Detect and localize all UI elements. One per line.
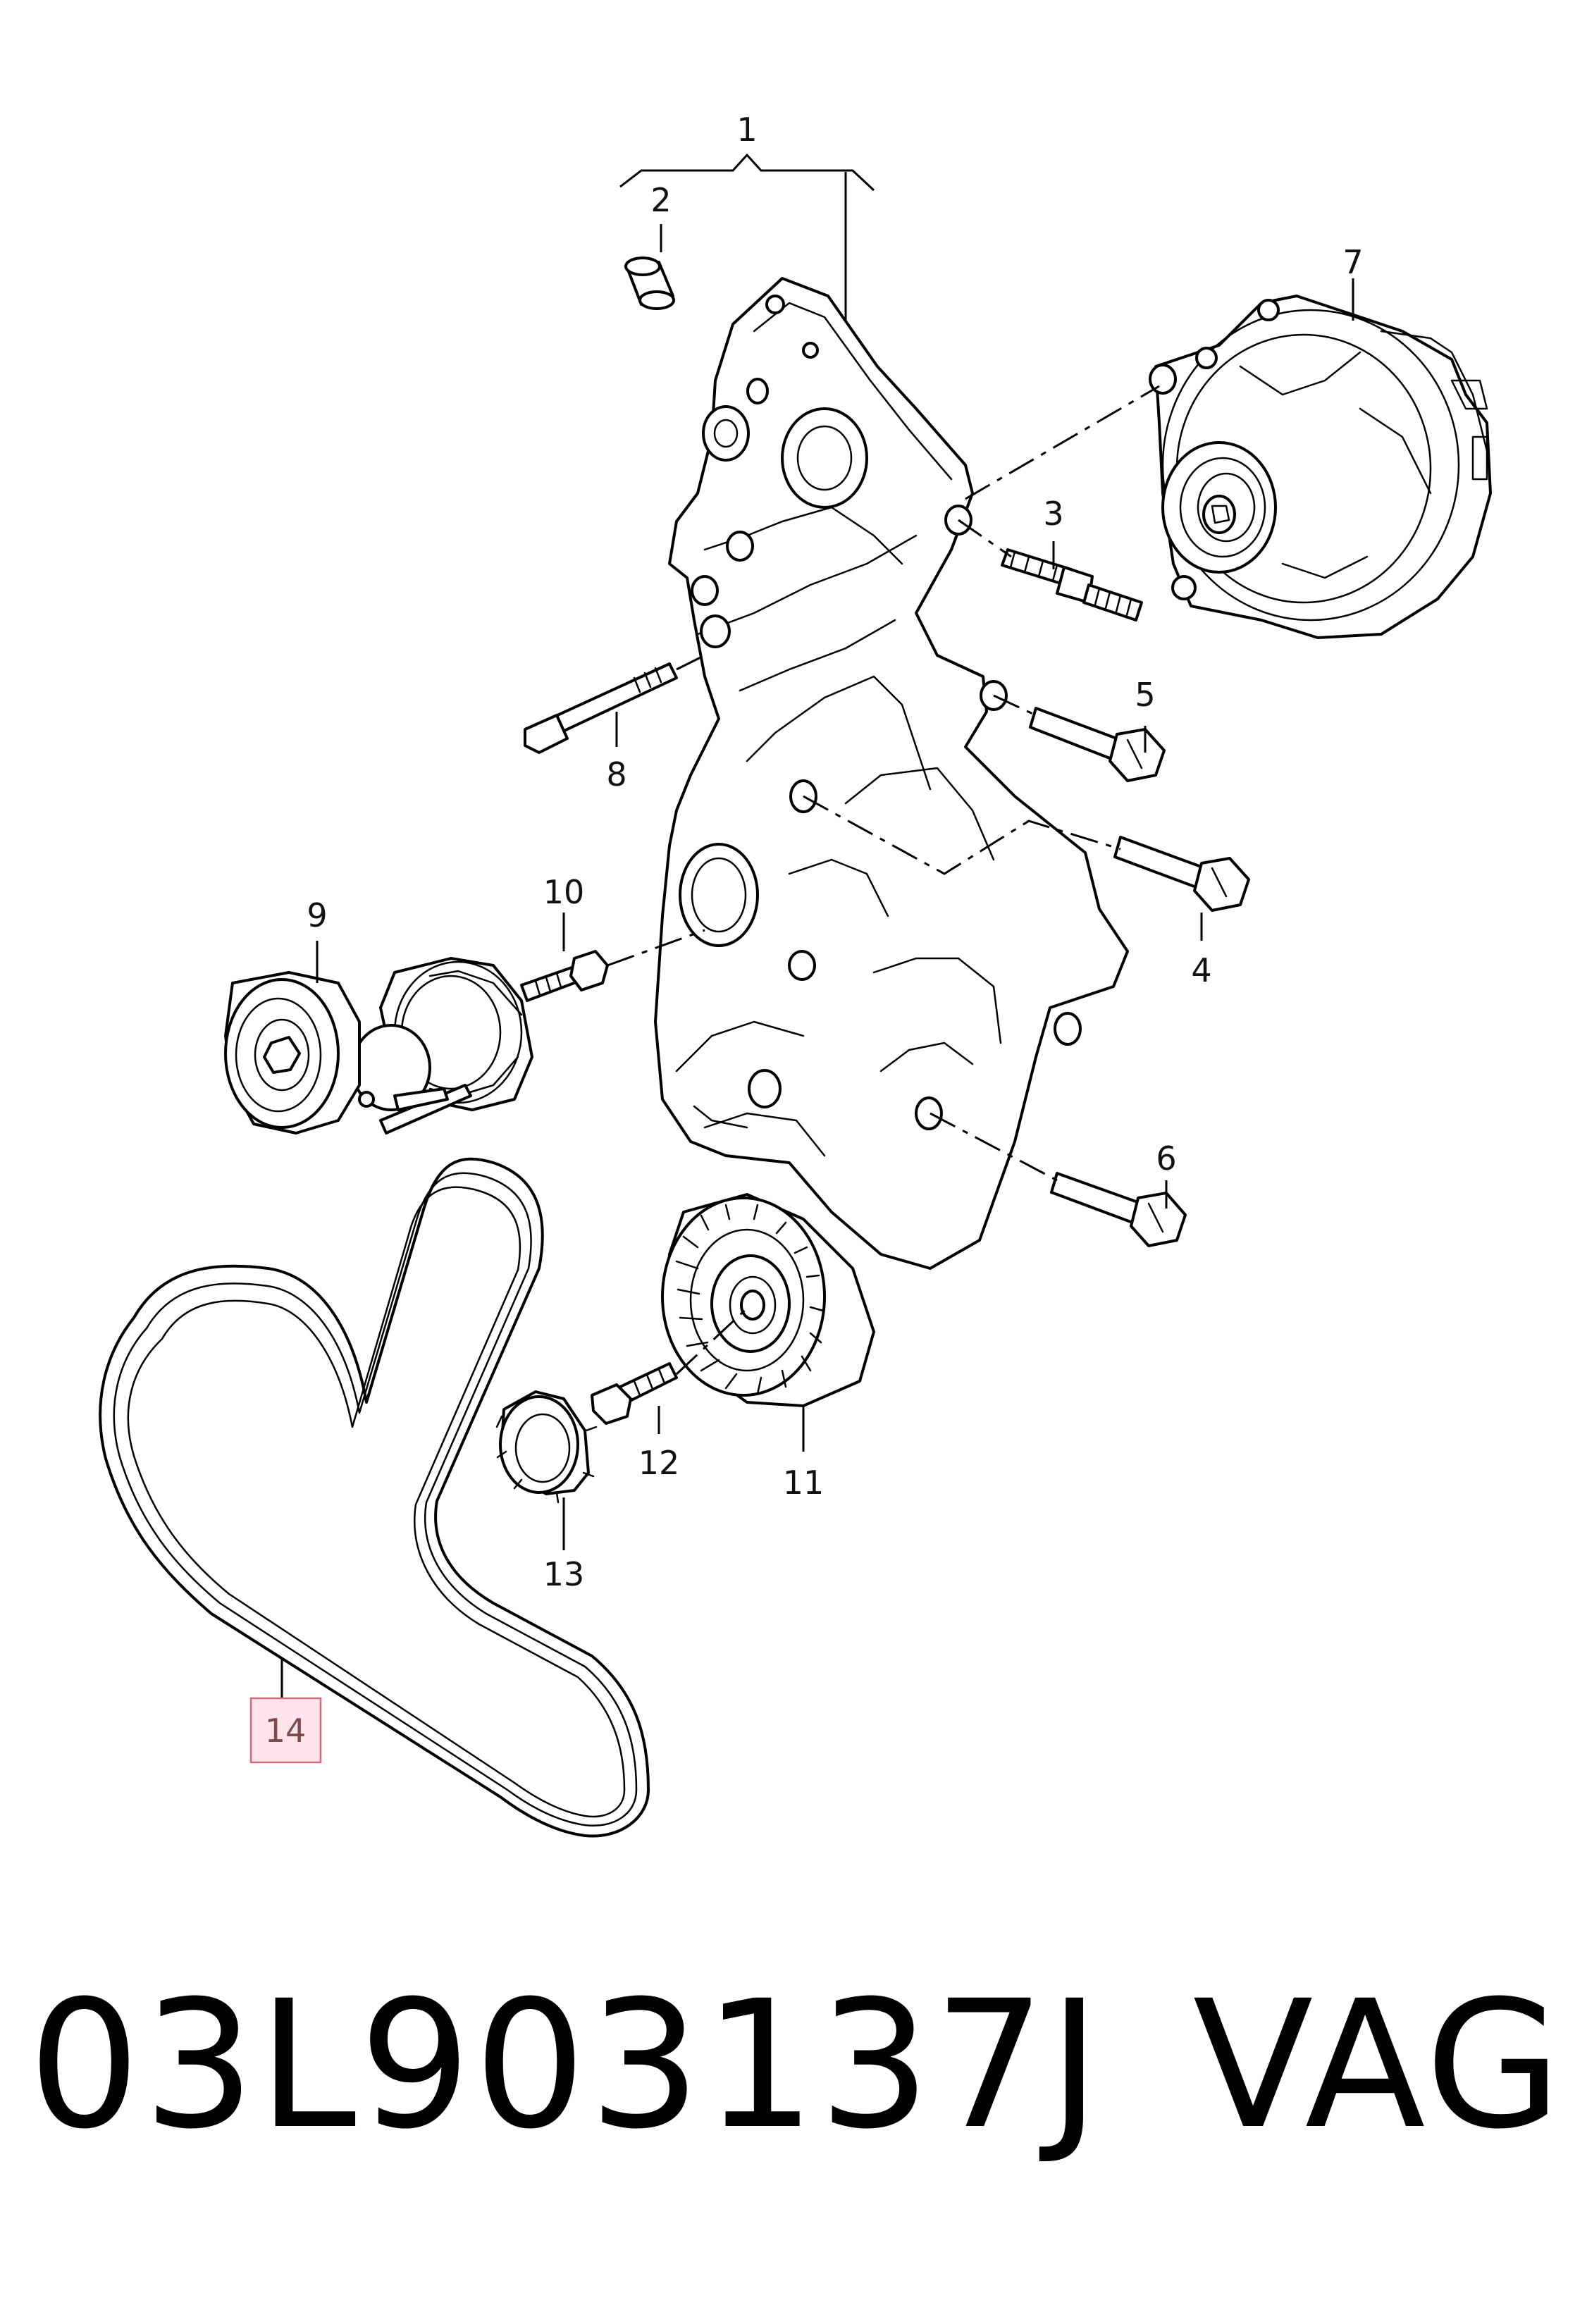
part-7-alternator: [1149, 295, 1492, 639]
callout-14: 14: [265, 1712, 307, 1750]
part-8-bolt: [524, 662, 678, 754]
callout-3: 3: [1043, 495, 1063, 533]
callout-14-highlight: [249, 1697, 322, 1764]
callout-labels: 1 2 3 4 5 6 7 8 9 10 11 12 13 14: [265, 111, 1364, 1750]
part-10-bolt: [520, 950, 609, 1002]
brand-name: VAG: [1192, 1962, 1564, 2168]
part-12-bolt: [591, 1362, 678, 1425]
callout-12: 12: [638, 1444, 680, 1482]
callout-11: 11: [783, 1464, 825, 1502]
part-1-bracket: [654, 277, 1129, 1270]
callout-9: 9: [307, 896, 327, 934]
part-11-idler-pulley: [661, 1193, 875, 1407]
part-3-stud: [1001, 548, 1143, 622]
callout-6: 6: [1156, 1139, 1176, 1178]
part-6-bolt: [1050, 1172, 1187, 1247]
part-number: 03L903137J: [28, 1962, 1104, 2168]
callout-8: 8: [606, 755, 626, 793]
callout-2: 2: [650, 181, 671, 219]
callout-4: 4: [1191, 951, 1211, 989]
callout-7: 7: [1342, 243, 1363, 281]
callout-13: 13: [543, 1555, 585, 1593]
callout-1: 1: [736, 111, 757, 149]
leader-lines: [280, 153, 1354, 1698]
part-number-caption: 03L903137J VAG: [28, 1959, 1564, 2170]
callout-5: 5: [1135, 676, 1155, 714]
part-5-bolt: [1029, 707, 1166, 782]
part-4-bolt: [1113, 836, 1250, 912]
callout-10: 10: [543, 873, 585, 911]
part-2-sleeve: [624, 256, 675, 310]
part-13-cap: [495, 1390, 598, 1504]
part-9-tensioner: [224, 957, 533, 1135]
assembly-lines: [607, 385, 1160, 1376]
part-14-v-belt: [99, 1157, 650, 1838]
